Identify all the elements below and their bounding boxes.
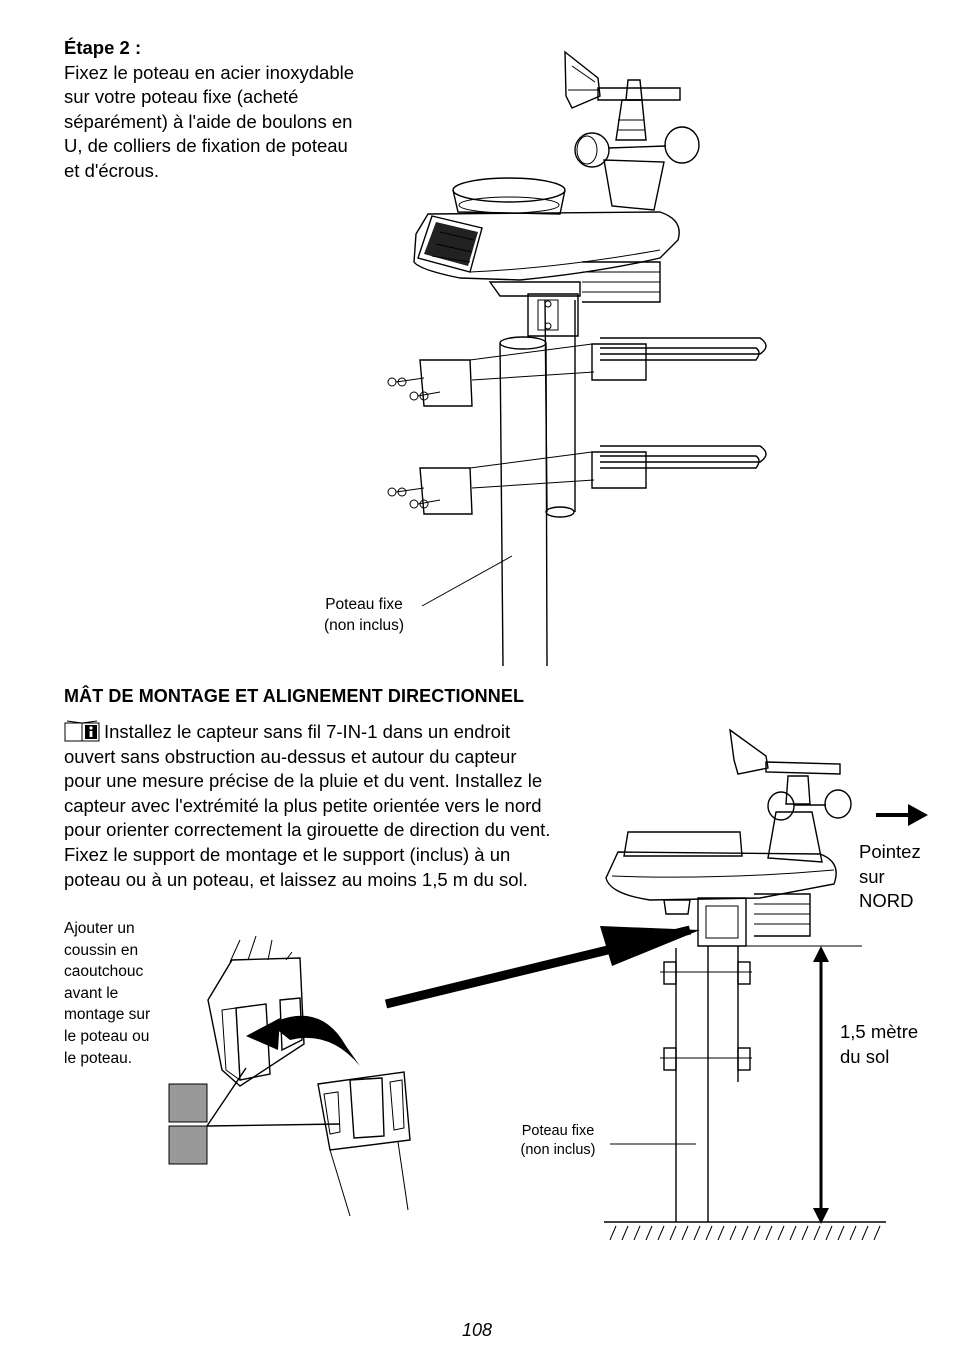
page-number: 108 bbox=[461, 1320, 493, 1340]
info-line: pour orienter correctement la girouette … bbox=[64, 819, 551, 841]
height-label: 1,5 mètre du sol bbox=[840, 1020, 918, 1069]
sensor-body-icon bbox=[413, 159, 680, 337]
section-heading: MÂT DE MONTAGE ET ALIGNEMENT DIRECTIONNE… bbox=[64, 686, 525, 706]
info-book-icon bbox=[64, 720, 100, 742]
pointer-arrow-icon bbox=[384, 925, 692, 1009]
fixed-pole-label-line: Poteau fixe bbox=[521, 1123, 595, 1139]
north-label-line: sur bbox=[859, 865, 885, 887]
cushion-note-line: avant le bbox=[64, 984, 119, 1002]
north-label-line: NORD bbox=[859, 890, 914, 912]
sensor-station-icon bbox=[605, 728, 852, 947]
u-bolt-lower-icon bbox=[387, 445, 767, 515]
fixed-pole-label-bottom: Poteau fixe (non inclus) bbox=[510, 1122, 606, 1160]
rubber-cushion-note: Ajouter un coussin en caoutchouc avant l… bbox=[64, 918, 179, 1069]
info-line: poteau ou à un poteau, et laissez au moi… bbox=[64, 868, 528, 890]
step-line: Fixez le poteau en acier inoxydable bbox=[64, 61, 355, 83]
anemometer-icon bbox=[574, 99, 700, 168]
height-dimension-icon bbox=[740, 945, 862, 1224]
cushion-note-line: montage sur bbox=[64, 1006, 151, 1024]
height-label-line: du sol bbox=[840, 1045, 890, 1067]
fixed-pole-label-line: (non inclus) bbox=[520, 1142, 596, 1158]
step-line: et d'écrous. bbox=[64, 159, 160, 181]
info-line: ouvert sans obstruction au-dessus et aut… bbox=[64, 745, 517, 767]
cushion-note-line: le poteau. bbox=[64, 1049, 133, 1067]
info-line: Fixez le support de montage et le suppor… bbox=[64, 843, 511, 865]
ground-icon bbox=[604, 1221, 886, 1241]
info-line: capteur avec l'extrémité la plus petite … bbox=[64, 794, 542, 816]
info-line: Installez le capteur sans fil 7-IN-1 dan… bbox=[64, 720, 609, 745]
u-bolt-upper-icon bbox=[387, 337, 767, 407]
steel-pole-icon bbox=[544, 299, 576, 518]
cushion-note-line: caoutchouc bbox=[64, 963, 144, 981]
fixed-pole-label-line: (non inclus) bbox=[323, 617, 405, 634]
info-text: Installez le capteur sans fil 7-IN-1 dan… bbox=[104, 721, 511, 742]
step-line: séparément) à l'aide de boulons en bbox=[64, 110, 353, 132]
step-title: Étape 2 : bbox=[64, 37, 142, 58]
pointer-arrowhead-icon bbox=[600, 926, 700, 966]
info-line: pour une mesure précise de la pluie et d… bbox=[64, 770, 543, 792]
height-label-line: 1,5 mètre bbox=[840, 1021, 919, 1042]
fixed-pole-icon bbox=[499, 336, 548, 667]
info-paragraph: Installez le capteur sans fil 7-IN-1 dan… bbox=[64, 720, 609, 892]
mounting-bracket-detail-icon bbox=[168, 935, 411, 1217]
fixed-pole-label-line: Poteau fixe bbox=[325, 596, 403, 613]
north-label-line: Pointez bbox=[859, 841, 921, 862]
figure-pole-mounting bbox=[387, 50, 767, 667]
step-line: U, de colliers de fixation de poteau bbox=[64, 135, 348, 156]
leader-line bbox=[421, 555, 513, 607]
cushion-note-line: Ajouter un bbox=[64, 920, 135, 937]
cushion-note-line: le poteau ou bbox=[64, 1027, 150, 1045]
arrow-right-icon bbox=[876, 804, 928, 826]
cushion-note-line: coussin en bbox=[64, 941, 139, 959]
point-north-label: Pointez sur NORD bbox=[859, 840, 921, 914]
step-2-instructions: Étape 2 : Fixez le poteau en acier inoxy… bbox=[64, 36, 394, 183]
fixed-pole-label-top: Poteau fixe (non inclus) bbox=[300, 594, 428, 636]
mast-pole-icon bbox=[660, 946, 752, 1222]
step-line: sur votre poteau fixe (acheté bbox=[64, 86, 299, 107]
